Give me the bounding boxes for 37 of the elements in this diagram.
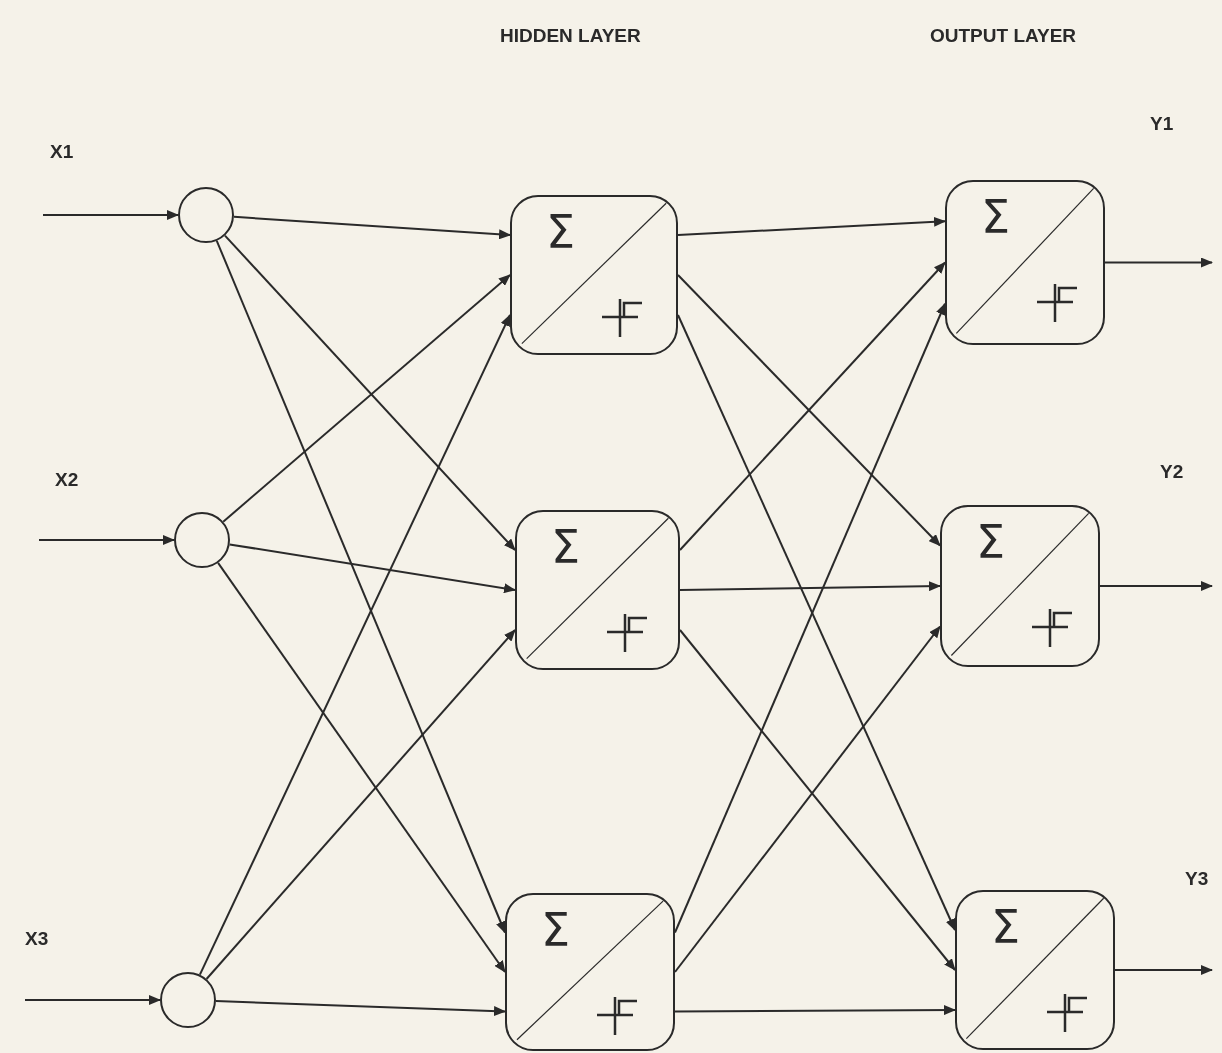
axis-label: Y2 [1160,460,1184,484]
input-node [178,187,234,243]
arrow [674,1005,956,1016]
neuron-box [505,893,675,1051]
axis-label: Y3 [1185,867,1209,891]
neuron-box [515,510,680,670]
neuron-box [955,890,1115,1050]
arrow [1114,965,1213,975]
arrow [215,1000,506,1017]
arrow [217,561,506,973]
neuron-box [945,180,1105,345]
input-node [160,972,216,1028]
axis-label: X2 [55,468,79,492]
sigma-symbol: Σ [976,519,1006,565]
arrow [1099,581,1213,591]
sigma-symbol: Σ [981,194,1011,240]
axis-label: X1 [50,140,74,164]
arrow [205,629,516,980]
arrow [1104,257,1213,268]
arrow [24,995,161,1005]
axis-label: HIDDEN LAYER [500,24,641,48]
arrow [222,274,511,523]
arrow [677,216,946,236]
neuron-box [510,195,678,355]
arrow [224,234,516,551]
sigma-symbol: Σ [551,524,581,570]
neuron-box [940,505,1100,667]
arrow [38,535,175,545]
axis-label: Y1 [1150,112,1174,136]
sigma-symbol: Σ [546,209,576,255]
axis-label: X3 [25,927,49,951]
sigma-symbol: Σ [991,904,1021,950]
axis-label: OUTPUT LAYER [930,24,1077,48]
arrow [679,581,941,592]
input-node [174,512,230,568]
arrow [42,210,179,220]
sigma-symbol: Σ [541,907,571,953]
